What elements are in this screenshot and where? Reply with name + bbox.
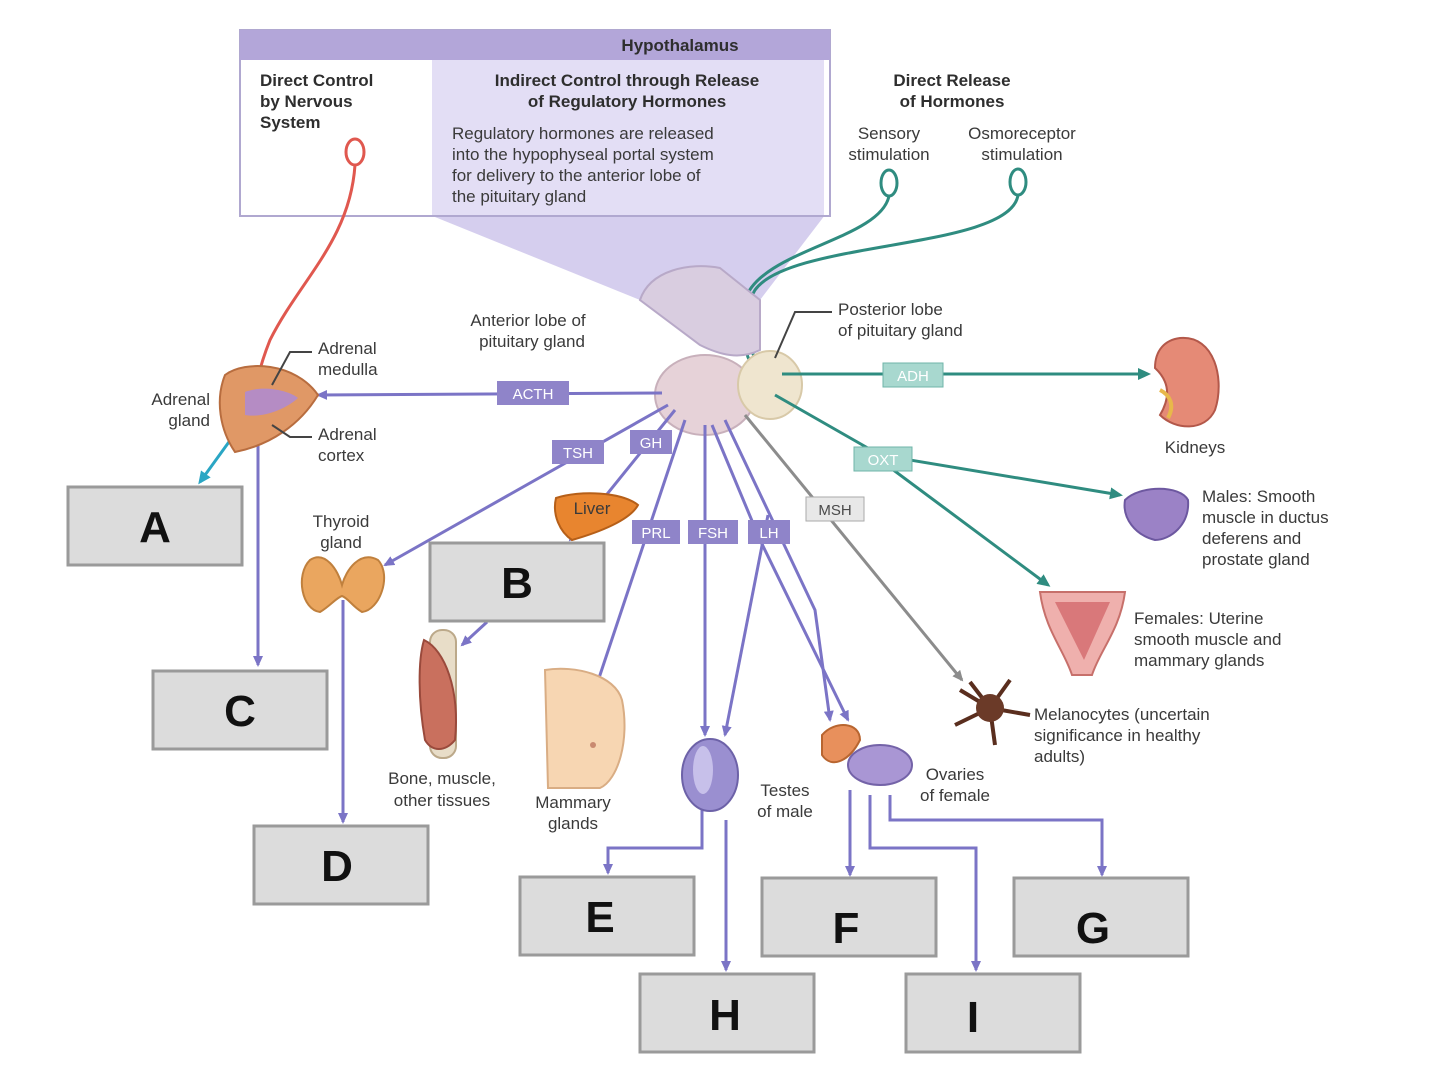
answer-box-e[interactable]: E	[518, 875, 696, 957]
svg-text:TSH: TSH	[563, 445, 593, 462]
thyroid-label-1: Thyroid	[313, 512, 370, 531]
mammary-label-1: Mammary	[535, 793, 611, 812]
liver-label: Liver	[574, 499, 611, 518]
kidneys-label: Kidneys	[1165, 438, 1225, 457]
direct-control-heading-1: Direct Control	[260, 71, 373, 90]
svg-text:H: H	[709, 991, 741, 1040]
anterior-lobe-label-1: Anterior lobe of	[470, 311, 586, 330]
melanocytes-label-2: significance in healthy	[1034, 726, 1201, 745]
liver-illustration	[554, 492, 640, 542]
ovaries-label-2: of female	[920, 786, 990, 805]
kidney-illustration	[1153, 336, 1220, 428]
svg-text:E: E	[585, 893, 614, 942]
indirect-control-heading-2: of Regulatory Hormones	[528, 92, 726, 111]
regulatory-text-3: for delivery to the anterior lobe of	[452, 166, 701, 185]
answer-box-g[interactable]: G	[1012, 876, 1190, 958]
bone-muscle-illustration	[418, 629, 457, 759]
svg-text:I: I	[967, 993, 979, 1042]
posterior-lobe-label-1: Posterior lobe	[838, 300, 943, 319]
svg-text:LH: LH	[759, 525, 778, 542]
answer-box-i[interactable]: I	[904, 972, 1082, 1054]
osmoreceptor-label-2: stimulation	[981, 145, 1062, 164]
bone-muscle-label-2: other tissues	[394, 791, 490, 810]
tsh-tag: TSH	[552, 440, 604, 464]
svg-text:MSH: MSH	[818, 502, 851, 519]
answer-box-f[interactable]: F	[760, 876, 938, 958]
osmoreceptor-label-1: Osmoreceptor	[968, 124, 1076, 143]
females-label-1: Females: Uterine	[1134, 609, 1263, 628]
thyroid-illustration	[300, 556, 386, 614]
svg-text:GH: GH	[640, 435, 663, 452]
males-label-2: muscle in ductus	[1202, 508, 1329, 527]
regulatory-text-2: into the hypophyseal portal system	[452, 145, 714, 164]
adrenal-cortex-label-1: Adrenal	[318, 425, 377, 444]
adrenal-gland-illustration	[218, 365, 320, 454]
adh-tag: ADH	[882, 362, 944, 388]
svg-text:ACTH: ACTH	[513, 386, 554, 403]
svg-text:D: D	[321, 842, 353, 891]
svg-text:ADH: ADH	[897, 368, 929, 385]
testes-label-2: of male	[757, 802, 813, 821]
hypothalamus-panel: Hypothalamus Direct Control by Nervous S…	[239, 29, 1076, 300]
svg-text:G: G	[1076, 904, 1110, 953]
thyroid-label-2: gland	[320, 533, 362, 552]
melanocyte-illustration	[954, 678, 1031, 746]
sensory-label-1: Sensory	[858, 124, 921, 143]
regulatory-text-1: Regulatory hormones are released	[452, 124, 714, 143]
svg-text:F: F	[833, 904, 860, 953]
ovaries-label-1: Ovaries	[926, 765, 985, 784]
svg-text:B: B	[501, 559, 533, 608]
oxt-tag: OXT	[853, 446, 913, 472]
svg-text:FSH: FSH	[698, 525, 728, 542]
adrenal-gland-label-1: Adrenal	[151, 390, 210, 409]
gh-tag: GH	[630, 430, 672, 454]
anterior-lobe-label-2: pituitary gland	[479, 332, 585, 351]
uterus-illustration	[1038, 591, 1127, 676]
ovaries-illustration	[821, 724, 913, 786]
msh-tag: MSH	[805, 496, 865, 522]
direct-control-heading-2: by Nervous	[260, 92, 353, 111]
answer-box-c[interactable]: C	[151, 669, 329, 751]
direct-release-heading-1: Direct Release	[893, 71, 1010, 90]
posterior-lobe-label-2: of pituitary gland	[838, 321, 963, 340]
testes-label-1: Testes	[760, 781, 809, 800]
testes-illustration	[681, 738, 739, 812]
hormone-arrows	[198, 368, 1151, 972]
adrenal-cortex-label-2: cortex	[318, 446, 365, 465]
hypothalamus-title: Hypothalamus	[621, 36, 738, 55]
svg-text:A: A	[139, 503, 171, 552]
svg-text:C: C	[224, 687, 256, 736]
males-label-4: prostate gland	[1202, 550, 1310, 569]
prl-tag: PRL	[632, 520, 680, 544]
indirect-control-heading-1: Indirect Control through Release	[495, 71, 759, 90]
adrenal-gland-label-2: gland	[168, 411, 210, 430]
acth-tag: ACTH	[497, 381, 569, 405]
svg-text:OXT: OXT	[868, 452, 899, 469]
females-label-2: smooth muscle and	[1134, 630, 1281, 649]
answer-box-b[interactable]: B	[428, 541, 606, 623]
answer-box-a[interactable]: A	[66, 485, 244, 567]
bone-muscle-label-1: Bone, muscle,	[388, 769, 496, 788]
females-label-3: mammary glands	[1134, 651, 1264, 670]
adrenal-medulla-label-2: medulla	[318, 360, 378, 379]
answer-box-d[interactable]: D	[252, 824, 430, 906]
direct-release-heading-2: of Hormones	[900, 92, 1005, 111]
melanocytes-label-1: Melanocytes (uncertain	[1034, 705, 1210, 724]
males-label-1: Males: Smooth	[1202, 487, 1315, 506]
direct-control-heading-3: System	[260, 113, 320, 132]
lh-tag: LH	[748, 520, 790, 544]
males-label-3: deferens and	[1202, 529, 1301, 548]
regulatory-text-4: the pituitary gland	[452, 187, 586, 206]
sensory-label-2: stimulation	[848, 145, 929, 164]
prostate-illustration	[1123, 487, 1190, 542]
melanocytes-label-3: adults)	[1034, 747, 1085, 766]
answer-box-h[interactable]: H	[638, 972, 816, 1054]
adrenal-medulla-label-1: Adrenal	[318, 339, 377, 358]
mammary-illustration	[543, 667, 626, 789]
fsh-tag: FSH	[688, 520, 738, 544]
mammary-label-2: glands	[548, 814, 598, 833]
svg-text:PRL: PRL	[641, 525, 670, 542]
